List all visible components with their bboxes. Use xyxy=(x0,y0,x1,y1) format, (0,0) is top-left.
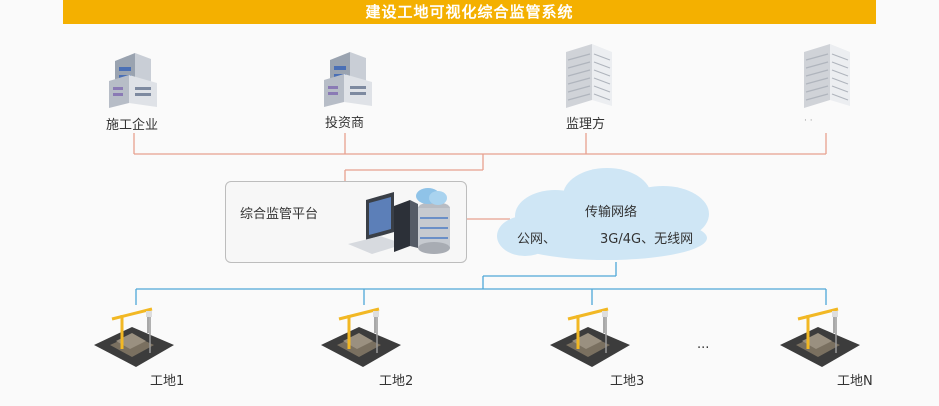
network-cloud-icon xyxy=(497,168,709,260)
stakeholder-label-supervisor: 监理方 xyxy=(566,117,606,132)
lower-connectors xyxy=(135,262,827,305)
office-building-icon xyxy=(109,53,157,108)
tower-building-icon xyxy=(804,44,850,108)
construction-site-icon xyxy=(780,307,860,367)
site-label-3: 工地3 xyxy=(610,374,645,389)
construction-site-icon xyxy=(321,307,401,367)
upper-connectors xyxy=(133,133,827,220)
platform-label: 综合监管平台 xyxy=(240,207,319,222)
server-computer-icon xyxy=(348,188,450,254)
site-label-2: 工地2 xyxy=(379,374,414,389)
stakeholder-label-investor: 投资商 xyxy=(325,116,365,131)
diagram-title: 建设工地可视化综合监管系统 xyxy=(63,0,876,24)
construction-site-icon xyxy=(94,307,174,367)
sites-ellipsis: ... xyxy=(697,337,710,352)
tower-building-icon xyxy=(566,44,612,108)
stakeholder-label-construction: 施工企业 xyxy=(106,118,159,133)
network-types-right: 3G/4G、无线网 xyxy=(600,232,694,247)
office-building-icon xyxy=(324,52,372,107)
site-label-n: 工地N xyxy=(837,374,873,389)
network-title: 传输网络 xyxy=(585,205,638,220)
stakeholder-label-other: · · xyxy=(804,116,813,126)
site-label-1: 工地1 xyxy=(150,374,185,389)
network-types-left: 公网、 xyxy=(517,232,557,247)
construction-site-icon xyxy=(550,307,630,367)
